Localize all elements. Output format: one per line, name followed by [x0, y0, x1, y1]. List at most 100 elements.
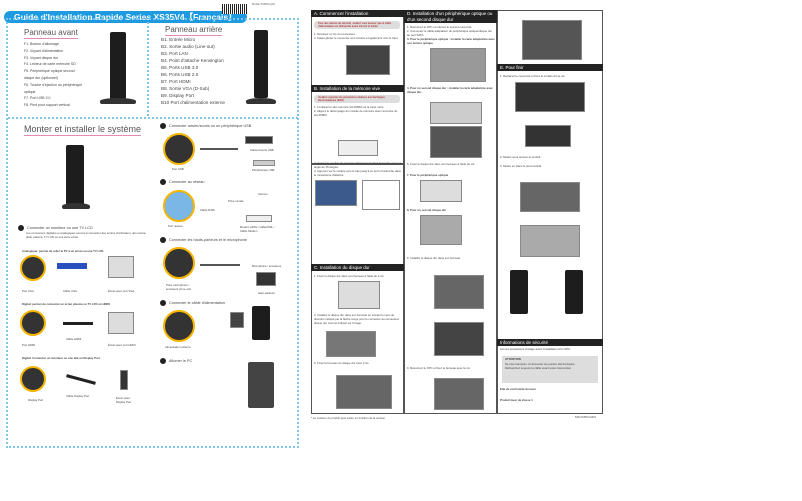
rear-item: B9. Display Port: [161, 93, 194, 98]
step-number-icon: [160, 358, 166, 364]
rear-item: B7. Port HDMI: [161, 79, 191, 84]
chassis-image: [346, 45, 390, 75]
front-item: F8. Pied pour support vertical: [24, 103, 70, 108]
caption: Câble RJ45: [200, 208, 215, 212]
optical-drive-image: [420, 180, 462, 202]
final-screw-image: [434, 378, 484, 410]
optical-install-image: [434, 275, 484, 309]
usb-cable-image: [200, 148, 238, 150]
step-number-icon: [160, 179, 166, 185]
memory-module-image: [338, 140, 378, 156]
caption: Display Port: [28, 398, 44, 402]
usb-device-image: [253, 160, 275, 166]
cover-image: [515, 82, 585, 112]
section-e-step: 2. Mettez sous tension le produit.: [500, 155, 542, 159]
rear-item: B8. Sortie VGA (D-Sub): [161, 86, 210, 91]
rear-item: B10 Port d'alimentation externe: [161, 100, 225, 105]
section-b-steps-2: 3. Insérez le module de mémoire délicate…: [314, 161, 402, 177]
hdmi-label: Digital: permet de connecter un écran pl…: [22, 302, 111, 306]
device-rear-image: [66, 145, 84, 205]
caption: Câble HDMI: [66, 337, 82, 341]
vga-cable-image: [57, 263, 87, 269]
vertical-device-image: [510, 270, 528, 314]
front-device-image: [110, 32, 126, 100]
optical-screw-image: [522, 20, 582, 60]
vga-port-image: [20, 255, 46, 281]
vertical-device-image: [565, 270, 583, 314]
hdmi-screen-image: [108, 312, 134, 334]
dp-port-image: [20, 366, 46, 392]
speakers-image: [256, 272, 276, 286]
dp-label: Digital: Connecter un moniteur ou une té…: [22, 356, 101, 360]
rear-device-image: [254, 30, 268, 98]
section-c-title: C. Installation du disque dur: [311, 264, 404, 271]
modem-image: [246, 215, 272, 222]
front-item: F2. Voyant d'alimentation: [24, 48, 64, 53]
section-e-title: E. Pour finir: [497, 64, 603, 71]
warning: Veuillez respecter les précautions relat…: [314, 95, 400, 103]
laser-heading: Etat de conformité du laser: [500, 387, 537, 391]
section-b-steps: 1. Localisez le slot mémoire SO-DIMM sur…: [314, 105, 398, 117]
divider: [8, 117, 298, 119]
hdd-install-image: [434, 322, 484, 356]
power-port-image: [163, 310, 195, 342]
step3-label: Connecter au réseau: [160, 179, 204, 185]
stand-image: [100, 98, 136, 104]
caption: Port HDMI: [22, 343, 36, 347]
section-b-title: B. Installation de la mémoire vive: [311, 85, 404, 92]
install-heading: Monter et installer le système: [24, 124, 142, 136]
section-d-step: 9. Retournez le XPC et fixez le berceau …: [407, 366, 471, 370]
section-d-step: 8. Pour un second disque dur: [407, 208, 447, 212]
front-item: F7. Port USB 2.0: [24, 96, 51, 101]
step4-label: Connecter les hauts-parleurs et le micro…: [160, 237, 247, 243]
section-d-step: 4. Pour un second disque dur : installer…: [407, 86, 493, 94]
vga-screen-image: [108, 256, 134, 278]
caption: Port VGA: [22, 289, 34, 293]
caption: Prise microphone / écouteurs (Line-out): [166, 283, 192, 291]
caption: Écran avec port VGA: [108, 289, 135, 293]
barcode: [222, 4, 248, 14]
step5-label: Connecter le câble d'alimentation: [160, 300, 225, 306]
rear-heading: Panneau arrière: [165, 25, 223, 36]
note: * Le contenu du produit peut varier en f…: [311, 416, 386, 420]
section-safety-title: Informations de sécurité: [497, 339, 603, 346]
barcode-text: Shuttle XS35V4 QIG: [252, 3, 275, 6]
section-c-step: 3. Fixez le berceau du disque dur avec 3…: [314, 361, 370, 365]
step-number-icon: [18, 225, 24, 231]
section-e-step: 1. Replacez le couvercle et fixez-le à l…: [500, 74, 566, 78]
dp-connector-image: [120, 370, 128, 390]
section-a-steps: 1. Dévissez un vis du connecteur.2. Fait…: [314, 32, 399, 40]
caption: Alimentation externe: [165, 345, 191, 349]
device-power-on-image: [248, 362, 274, 408]
caption: Microphone / écouteurs: [252, 264, 282, 268]
section-d-title: D. Installation d'un périphérique optiqu…: [404, 10, 497, 23]
stand-attach-image: [520, 182, 580, 212]
front-item: F5. Périphérique optique second disque d…: [24, 69, 75, 80]
network-port-image: [163, 190, 195, 222]
rear-item: B6. Ports USB 2.0: [161, 72, 199, 77]
front-heading: Panneau avant: [24, 28, 78, 39]
hdd-adapter-image: [430, 102, 482, 124]
caption: Haut-parleurs: [258, 291, 275, 295]
rear-item: B1. Entrée Micro: [161, 37, 196, 42]
section-e-step: 3. Mettre en place le pied vertical: [500, 164, 542, 168]
warning: Pour des raisons de sécurité, veuillez v…: [314, 21, 400, 29]
rear-item: B4. Point d'attache Kensington: [161, 58, 224, 63]
caption: Internet: [258, 192, 268, 196]
hdmi-port-image: [20, 310, 46, 336]
rear-item: B5. Ports USB 3.0: [161, 65, 199, 70]
section-a-title: A. Commencer l'installation: [311, 10, 404, 17]
step6-label: Allumer le PC: [160, 358, 192, 364]
audio-port-image: [163, 247, 195, 279]
caption: Port USB: [172, 167, 184, 171]
attention-box: ATTENTION Ne pas manipuler ou démonter l…: [502, 356, 598, 383]
hdd-screw-image: [336, 375, 392, 409]
usb-port-image: [163, 133, 195, 165]
caption: Écran avec Display Port: [116, 396, 132, 404]
caption: Écran avec port HDMI: [108, 343, 136, 347]
section-e-box: [497, 10, 603, 414]
caption: Port réseau: [168, 224, 183, 228]
section-d-steps: 1. Retournez le XPC et enlevez le second…: [407, 25, 495, 45]
